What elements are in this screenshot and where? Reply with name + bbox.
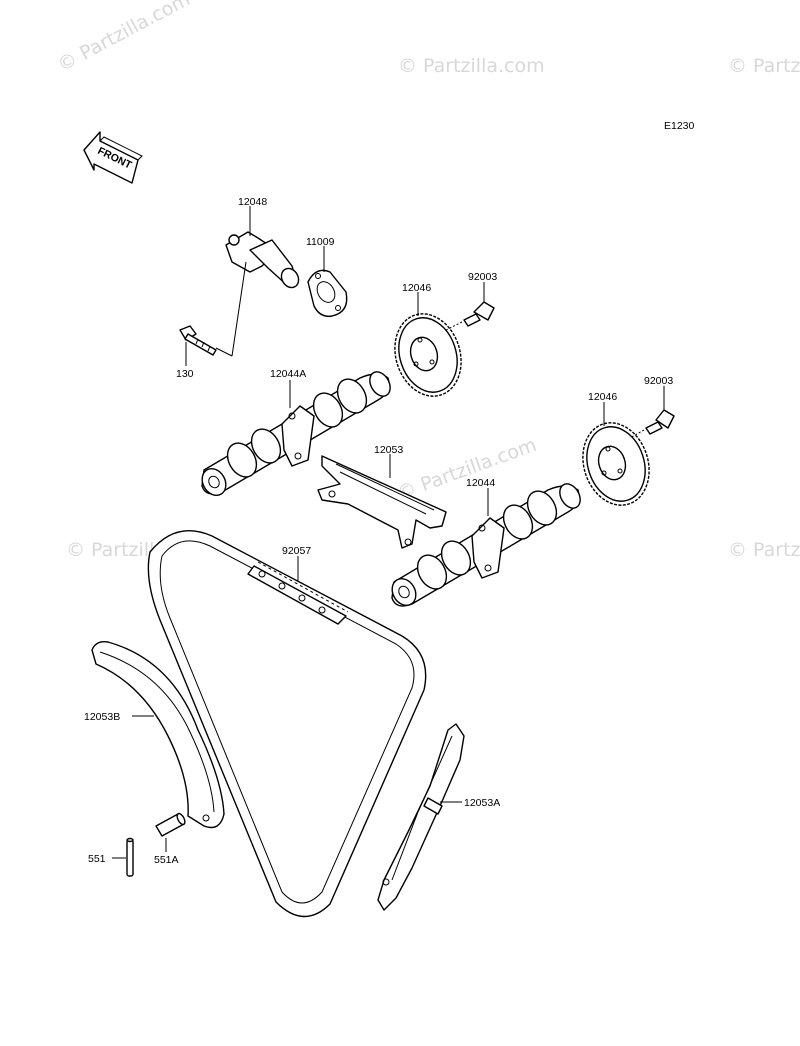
callout-12044: 12044 [466,477,495,489]
cam-chain [147,529,427,918]
front-arrow-icon: FRONT [83,131,143,184]
chain-guide-upper [317,455,447,549]
sprocket-bolt-upper [445,301,495,331]
diagram-code: E1230 [664,120,695,132]
callout-12046-upper: 12046 [402,282,431,294]
cam-sprocket-lower [582,422,650,506]
watermark-mid-center: © Partzilla.com [394,434,539,505]
callout-12053: 12053 [374,444,403,456]
tensioner-gasket [307,269,348,317]
watermark-top-left: © Partzilla.com [54,0,194,76]
callout-551: 551 [88,853,106,865]
cam-chain-tensioner [215,231,300,357]
callout-11009: 11009 [306,236,335,248]
callout-92003-lower: 92003 [644,375,673,387]
callout-130: 130 [176,368,194,380]
watermark-mid-right: © Partzilla.com [728,539,800,561]
camshaft-12044 [391,483,581,607]
camshaft-12044a [201,371,391,497]
watermarks: © Partzilla.com © Partzilla.com © Partzi… [54,0,800,561]
callout-92003-upper: 92003 [468,271,497,283]
tensioner-bolt [179,325,217,356]
callout-92057: 92057 [282,545,311,557]
callout-12046-lower: 12046 [588,391,617,403]
cam-sprocket-upper [394,313,462,397]
sprocket-bolt-lower [629,409,675,439]
dowel-pin-551a [155,812,186,837]
callout-12048: 12048 [238,196,267,208]
callout-12044a: 12044A [270,368,306,380]
chain-guide-12053b [91,640,225,829]
watermark-top-center: © Partzilla.com [398,55,545,77]
chain-guide-12053a [377,723,465,911]
dowel-pin-551 [126,837,134,877]
callout-12053a: 12053A [464,797,500,809]
watermark-top-right: © Partzilla.com [728,55,800,77]
callout-551a: 551A [154,854,179,866]
callout-12053b: 12053B [84,711,120,723]
